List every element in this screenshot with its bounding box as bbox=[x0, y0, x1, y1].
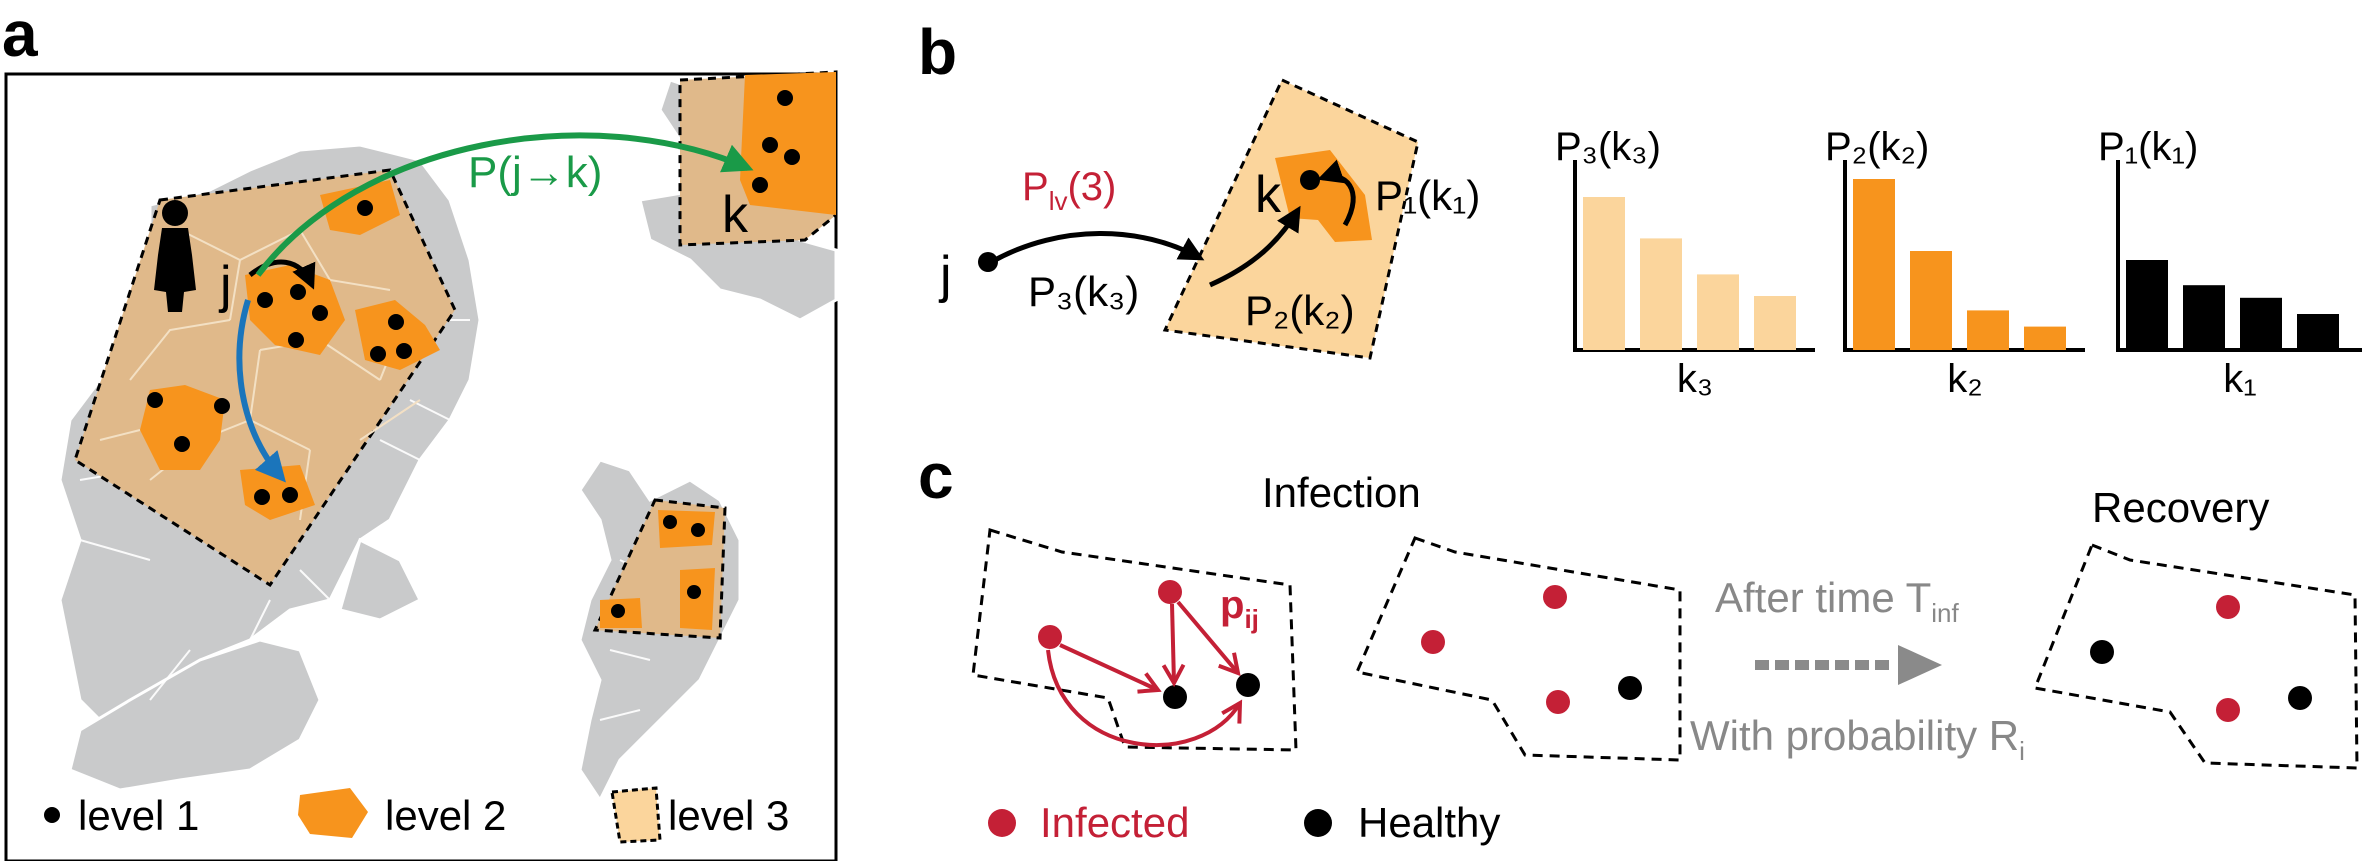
chart-bar bbox=[2297, 314, 2339, 350]
infected-dot bbox=[1543, 585, 1567, 609]
infected-dot bbox=[1421, 630, 1445, 654]
chart-bar bbox=[2240, 297, 2282, 350]
p3k3-label: P₃(k₃) bbox=[1028, 268, 1139, 315]
chart-bar bbox=[1583, 197, 1625, 350]
level1-dots-small bbox=[611, 515, 705, 618]
legend-level2-icon bbox=[298, 788, 368, 838]
legend-level3-label: level 3 bbox=[668, 792, 789, 839]
level1-dot-b bbox=[1300, 170, 1320, 190]
chart-bar bbox=[1853, 179, 1895, 350]
arrow-patch-to-dot bbox=[1317, 159, 1356, 227]
legend-healthy-label: Healthy bbox=[1358, 799, 1500, 846]
legend-infected-label: Infected bbox=[1040, 799, 1189, 846]
level2-patch bbox=[140, 385, 225, 470]
self-arrow bbox=[248, 259, 316, 290]
panel-b: b j k Plv(3) P₃(k₃) P₂(k₂) P₁(k₁) P₃(k₃)… bbox=[918, 16, 2362, 401]
infected-dot bbox=[2216, 595, 2240, 619]
level2-patch bbox=[245, 265, 345, 355]
p1k1-label: P₁(k₁) bbox=[1375, 172, 1480, 219]
infected-dot bbox=[1038, 625, 1062, 649]
legend-healthy-dot bbox=[1304, 809, 1332, 837]
legend-infected-dot bbox=[988, 809, 1016, 837]
person-icon bbox=[154, 200, 196, 312]
after-time-label: After time Tinf bbox=[1715, 574, 1960, 628]
recovery-title: Recovery bbox=[2092, 484, 2269, 531]
green-arrow bbox=[255, 132, 754, 277]
infection-patch-2 bbox=[1354, 536, 1682, 762]
arrow-label-pjk: P(j→k) bbox=[468, 148, 602, 197]
legend-level1-label: level 1 bbox=[78, 792, 199, 839]
chart-xlabel: k₂ bbox=[1947, 357, 1983, 401]
healthy-dot bbox=[2090, 640, 2114, 664]
infected-dot bbox=[2216, 698, 2240, 722]
transition-arrow-head bbox=[1898, 645, 1942, 685]
panel-c: c Infection Recovery pij After time Tinf… bbox=[918, 440, 2359, 846]
legend-level2-label: level 2 bbox=[385, 792, 506, 839]
node-k-label: k bbox=[722, 186, 749, 244]
infected-dot bbox=[1546, 690, 1570, 714]
plv-label: Plv(3) bbox=[1022, 165, 1116, 216]
chart-bar bbox=[2024, 326, 2066, 350]
node-j-dot-b bbox=[978, 252, 998, 272]
node-j-label-b: j bbox=[938, 246, 952, 304]
arrow-j-to-region bbox=[993, 231, 1205, 263]
chart-title: P₂(k₂) bbox=[1825, 125, 1929, 169]
bar-charts: P₃(k₃) k₃ P₂(k₂) k₂ P₁(k₁) k₁ bbox=[1555, 125, 2362, 401]
legend-level3-icon bbox=[610, 786, 662, 844]
recovery-patch bbox=[2032, 543, 2359, 770]
legend-level1-dot bbox=[44, 807, 60, 823]
level2-patch bbox=[658, 510, 715, 548]
panel-b-letter: b bbox=[918, 16, 957, 88]
arrow-region-to-patch bbox=[1208, 205, 1301, 288]
pij-label: pij bbox=[1220, 583, 1259, 634]
chart-bar bbox=[2126, 260, 2168, 350]
chart-bar bbox=[1910, 251, 1952, 350]
healthy-dot bbox=[2288, 686, 2312, 710]
panel-a-letter: a bbox=[2, 0, 38, 70]
healthy-dot bbox=[1163, 685, 1187, 709]
chart-title: P₁(k₁) bbox=[2098, 125, 2198, 169]
panel-a-legend: level 1 level 2 level 3 bbox=[44, 786, 789, 844]
chart-xlabel: k₃ bbox=[1677, 357, 1713, 401]
chart-title: P₃(k₃) bbox=[1555, 125, 1661, 169]
healthy-dot bbox=[1236, 673, 1260, 697]
node-k-label-b: k bbox=[1255, 166, 1282, 224]
infection-patch-1 bbox=[971, 528, 1298, 752]
infected-dot bbox=[1158, 580, 1182, 604]
infection-arrows bbox=[1046, 600, 1240, 747]
chart-bar bbox=[1754, 296, 1796, 350]
chart-bar bbox=[2183, 285, 2225, 350]
chart-bar bbox=[1697, 274, 1739, 350]
healthy-dot bbox=[1618, 676, 1642, 700]
infection-title: Infection bbox=[1262, 469, 1421, 516]
panel-c-letter: c bbox=[918, 440, 954, 512]
chart-bar bbox=[1967, 310, 2009, 350]
blue-arrow bbox=[236, 299, 286, 483]
panel-a: a bbox=[2, 0, 838, 861]
level1-dots-k bbox=[752, 90, 800, 193]
node-j-label: j bbox=[218, 256, 232, 314]
chart-xlabel: k₁ bbox=[2223, 357, 2257, 401]
level2-patch bbox=[680, 568, 715, 630]
p2k2-label: P₂(k₂) bbox=[1245, 287, 1355, 334]
with-prob-label: With probability Ri bbox=[1690, 712, 2025, 766]
chart-bar bbox=[1640, 238, 1682, 350]
